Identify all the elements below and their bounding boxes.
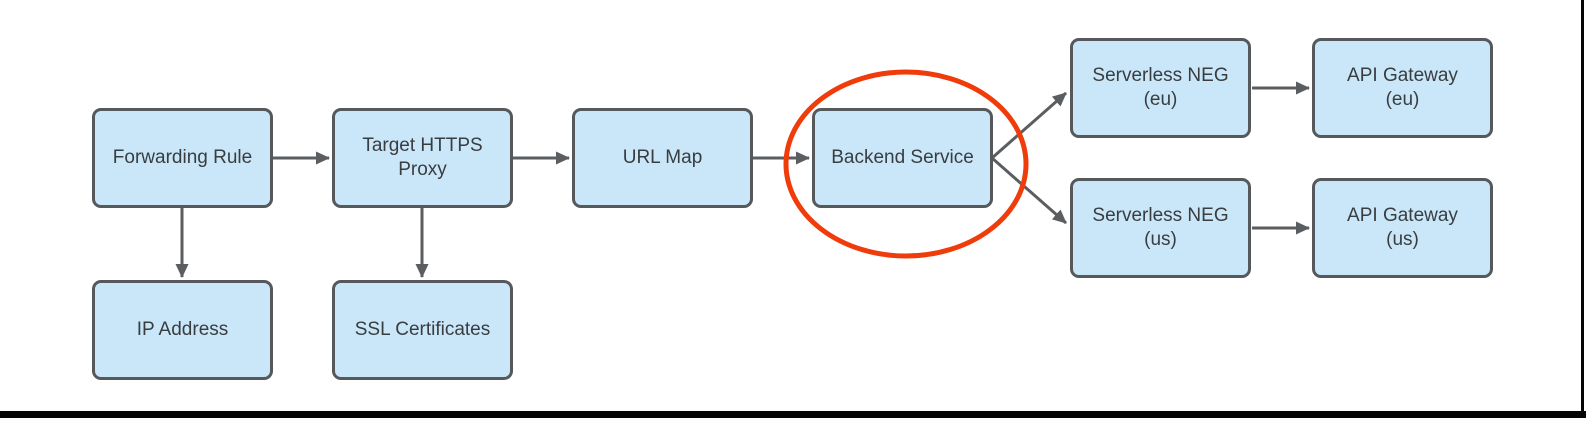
node-ssl-certificates: SSL Certificates xyxy=(332,280,513,380)
frame-bottom-edge xyxy=(0,411,1586,418)
node-target-https-proxy: Target HTTPS Proxy xyxy=(332,108,513,208)
frame-right-edge xyxy=(1581,0,1584,418)
node-ip-address: IP Address xyxy=(92,280,273,380)
node-backend-service: Backend Service xyxy=(812,108,993,208)
node-serverless-neg-us: Serverless NEG (us) xyxy=(1070,178,1251,278)
node-api-gateway-us: API Gateway (us) xyxy=(1312,178,1493,278)
edge-backend-service-to-serverless-neg-us xyxy=(991,156,1067,225)
node-serverless-neg-eu: Serverless NEG (eu) xyxy=(1070,38,1251,138)
node-url-map: URL Map xyxy=(572,108,753,208)
node-forwarding-rule: Forwarding Rule xyxy=(92,108,273,208)
edge-backend-service-to-serverless-neg-eu xyxy=(991,91,1067,160)
node-api-gateway-eu: API Gateway (eu) xyxy=(1312,38,1493,138)
highlight-ellipse-backend-service xyxy=(783,69,1029,259)
